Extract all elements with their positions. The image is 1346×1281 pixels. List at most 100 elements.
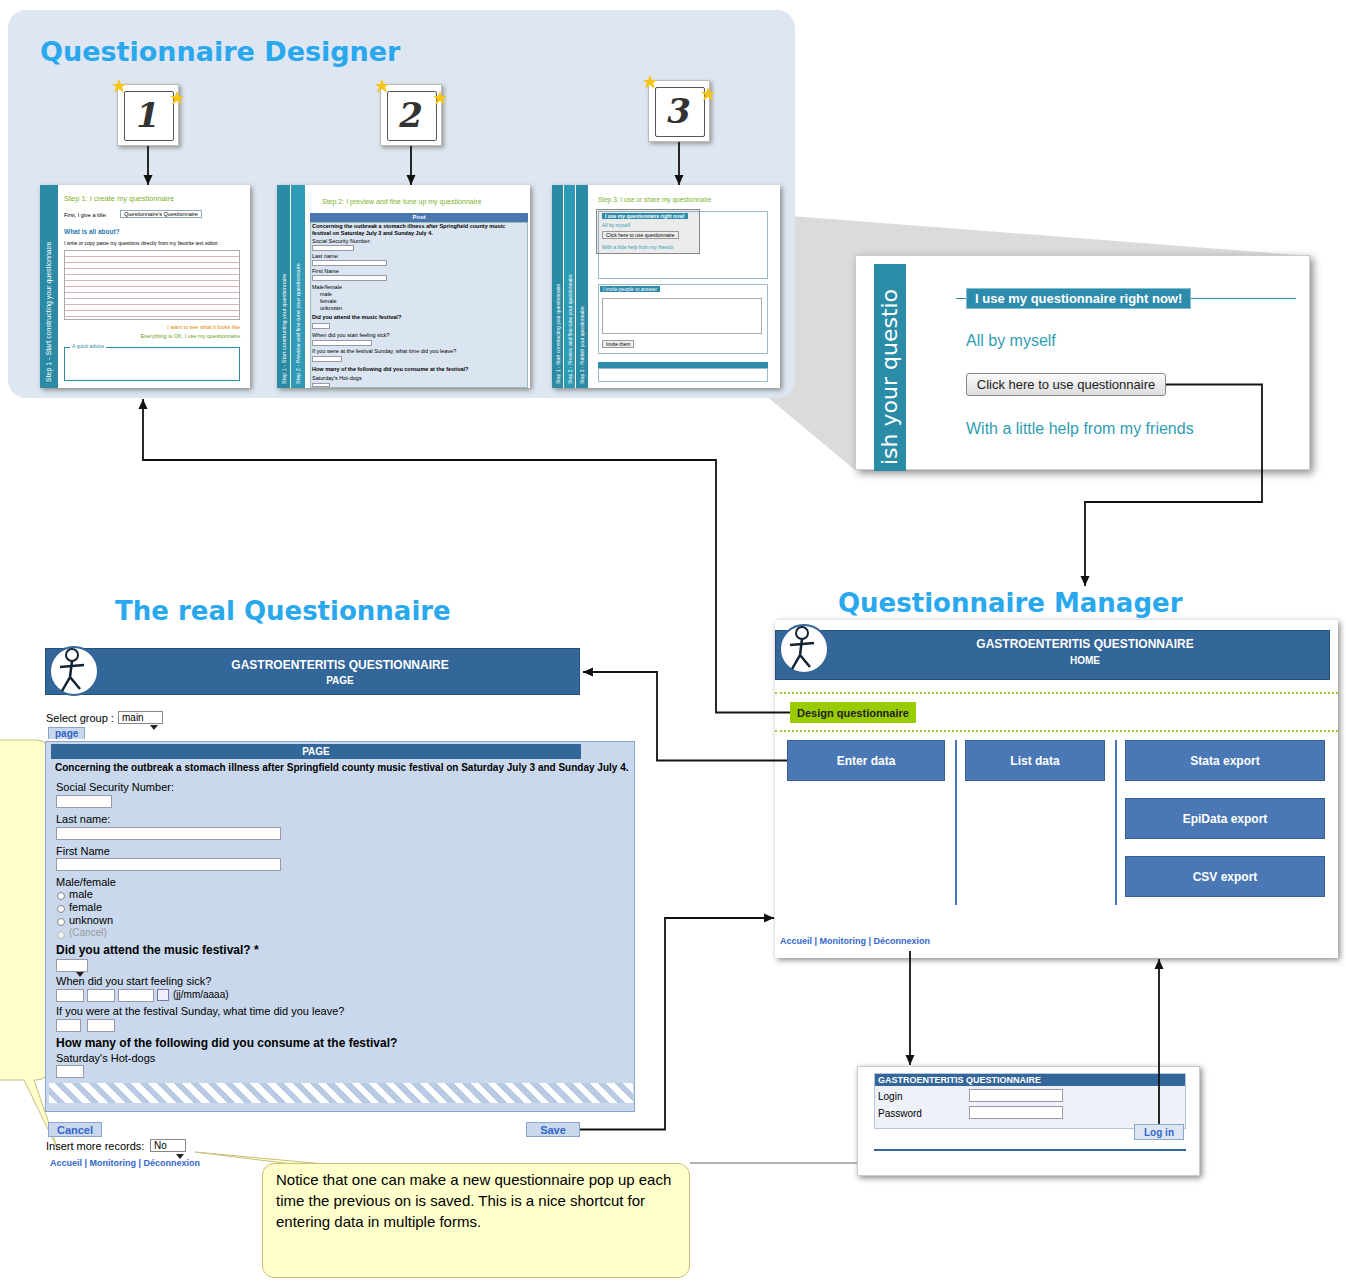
screen-detail xyxy=(64,250,240,320)
label-text: Did you attend the music festival? * xyxy=(56,943,259,957)
label-text: Click here to use questionnaire xyxy=(606,232,675,238)
screen-detail xyxy=(969,1089,1063,1102)
text-slot: (jj/mm/aaaa) xyxy=(173,989,229,1000)
text-slot: A quick advice xyxy=(70,343,106,349)
text-slot: GASTROENTERITIS QUESTIONNAIRE xyxy=(878,1074,1041,1086)
text-slot: Saturday's Hot-dogs xyxy=(56,1052,155,1064)
text-slot: Post xyxy=(310,213,528,222)
text-slot: Saturday's Hot-dogs xyxy=(312,375,362,381)
connector-arrow xyxy=(906,951,915,1065)
text-slot: Questionnaire Manager xyxy=(838,588,1182,618)
drawn-symbol xyxy=(643,75,657,89)
drawn-symbol xyxy=(433,91,447,105)
screen-detail xyxy=(57,931,65,939)
text-slot: 1 xyxy=(118,85,178,145)
text-slot: Questionnaire Designer xyxy=(40,36,400,67)
label-text: Step 1 - Start constructing your questio… xyxy=(555,284,561,384)
symbol-shape xyxy=(176,1154,184,1159)
screen-detail xyxy=(49,1083,633,1103)
label-text: How many of the following did you consum… xyxy=(56,1036,397,1050)
text-slot: When did you start feeling sick? xyxy=(56,975,211,987)
text-slot: Design questionnaire xyxy=(790,702,916,723)
connector-line xyxy=(909,951,911,1065)
label-text: Social Security Number: xyxy=(312,238,371,244)
text-slot: CSV export xyxy=(1126,857,1324,896)
symbol-shape xyxy=(375,79,389,93)
label-text: List data xyxy=(1010,754,1059,768)
drawn-symbol xyxy=(112,79,126,93)
label-text: (Cancel) xyxy=(69,927,107,938)
label-text: Step 3 - Publish your questionnaire xyxy=(579,306,585,384)
label-text: If you were at the festival Sunday, what… xyxy=(56,1005,344,1017)
label-text: Questionnaire's Questionnaire xyxy=(124,211,198,217)
label-text: HOME xyxy=(1070,655,1100,666)
symbol-shape xyxy=(778,619,830,677)
screen-detail xyxy=(57,892,65,900)
label-text: When did you start feeling sick? xyxy=(312,332,390,338)
screen-detail xyxy=(56,959,88,972)
save-button: Save xyxy=(526,1122,580,1137)
screen-detail xyxy=(57,905,65,913)
text-slot: unknown xyxy=(320,305,342,311)
label-text: PAGE xyxy=(302,746,330,757)
text-slot: HOME xyxy=(850,655,1320,666)
label-text: female xyxy=(320,298,337,304)
drawn-symbol xyxy=(150,716,158,721)
label-text: Questionnaire Designer xyxy=(40,36,400,67)
label-text: All by myself xyxy=(602,222,630,228)
text-slot: Cancel xyxy=(49,1123,101,1136)
screen-detail xyxy=(56,858,281,871)
drawn-symbol xyxy=(778,619,830,677)
symbol-shape xyxy=(50,647,98,695)
login-button: Log in xyxy=(1134,1124,1184,1140)
text-slot: Log in xyxy=(1135,1125,1183,1139)
arrow-head xyxy=(1155,959,1164,969)
step-icon: 2 xyxy=(380,84,442,146)
label-text: Log in xyxy=(1144,1127,1174,1138)
text-slot: female xyxy=(320,298,337,304)
text-slot: Male/female xyxy=(56,876,116,888)
text-slot: When did you start feeling sick? xyxy=(312,332,390,338)
text-slot: With a little help from my friends xyxy=(602,244,673,250)
text-slot: Step 1 - Start constructing your questio… xyxy=(40,185,58,388)
screen-detail xyxy=(56,827,281,840)
text-slot: I write or copy paste my questions direc… xyxy=(64,240,240,246)
symbol-shape xyxy=(170,91,184,105)
menu-button: Enter data xyxy=(787,740,945,781)
label-text: 3 xyxy=(667,91,691,131)
label-text: page xyxy=(55,728,78,739)
label-text: ish your questio xyxy=(877,289,902,465)
label-text: GASTROENTERITIS QUESTIONNAIRE xyxy=(976,637,1193,651)
text-slot: I want to see what it looks like xyxy=(120,324,240,330)
label-text: No xyxy=(154,1140,167,1151)
label-text: With a little help from my friends xyxy=(602,244,673,250)
drawn-symbol xyxy=(48,641,100,699)
text-slot: Everything is OK, I use my questionnaire xyxy=(100,333,240,339)
label-text: The real Questionnaire xyxy=(115,596,451,626)
screen-detail xyxy=(312,340,372,346)
text-slot: Social Security Number: xyxy=(312,238,371,244)
label-text: Male/female xyxy=(312,284,342,290)
symbol-shape xyxy=(112,79,126,93)
note-callout: Notice that one can make a new questionn… xyxy=(262,1163,690,1278)
text-slot: I use my questionnaire right now! xyxy=(602,213,688,219)
label-text: Enter data xyxy=(837,754,896,768)
label-text: Step 3: I use or share my questionnaire xyxy=(598,196,711,203)
drawn-symbol xyxy=(76,963,84,968)
screen-detail xyxy=(598,368,768,382)
label-text: Accueil | Monitoring | Déconnexion xyxy=(780,936,930,946)
designer-panel: Questionnaire Designer 1 2 3Step 1 - Start … xyxy=(8,10,795,398)
text-slot: First Name xyxy=(56,845,110,857)
symbol-shape xyxy=(433,91,447,105)
text-slot: male xyxy=(320,291,332,297)
arrow-head xyxy=(583,668,593,677)
text-slot: GASTROENTERITIS QUESTIONNAIRE xyxy=(850,637,1320,651)
symbol-shape xyxy=(66,649,78,661)
label-text: Saturday's Hot-dogs xyxy=(312,375,362,381)
screen-detail xyxy=(56,989,84,1002)
text-slot: All by myself xyxy=(966,332,1056,350)
label-text: CSV export xyxy=(1193,870,1258,884)
text-slot: What is all about? xyxy=(64,228,120,235)
arrow-head xyxy=(1081,576,1090,586)
